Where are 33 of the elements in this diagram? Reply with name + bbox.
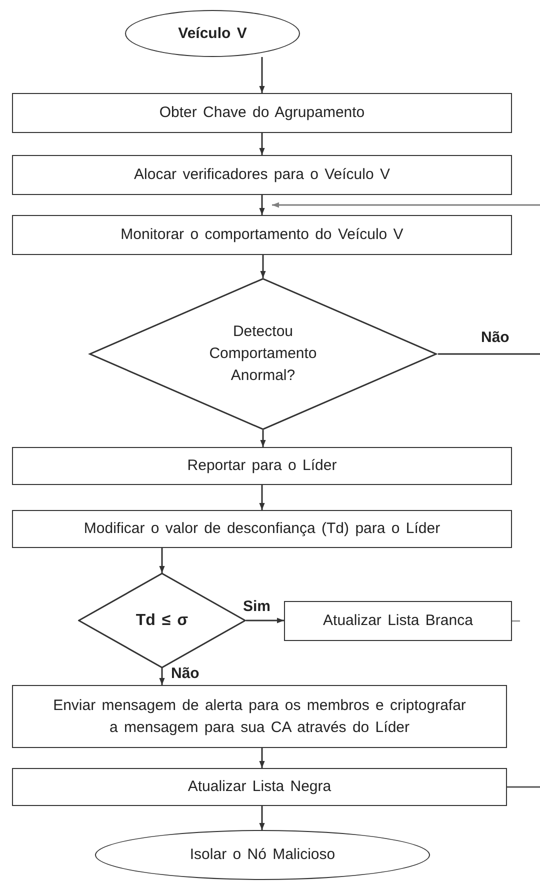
arrow xyxy=(259,806,265,830)
decision-text: Detectou Comportamento Anormal? xyxy=(208,322,318,386)
arrow xyxy=(259,57,265,93)
arrow xyxy=(246,618,284,624)
process-box xyxy=(12,215,512,255)
arrow xyxy=(259,748,265,768)
arrow xyxy=(259,195,265,215)
step-text: Obter Chave do Agrupamento xyxy=(159,103,365,124)
decision-diamond xyxy=(88,278,438,430)
step-text: Reportar para o Líder xyxy=(187,456,337,476)
step-text: Modificar o valor de desconfiança (Td) para o Líder xyxy=(84,519,440,540)
step-text: Isolar o Nó Malicioso xyxy=(190,845,336,866)
process-box xyxy=(12,155,512,195)
arrow xyxy=(260,430,266,447)
step-text: Atualizar Lista Branca xyxy=(323,611,473,632)
process-box xyxy=(12,510,512,548)
step-text: Monitorar o comportamento do Veículo V xyxy=(120,225,404,246)
step-text: Alocar verificadores para o Veículo V xyxy=(134,165,390,186)
arrow xyxy=(259,485,265,510)
arrow xyxy=(159,668,165,685)
arrow xyxy=(159,548,165,573)
step-text: Veículo V xyxy=(178,24,247,44)
arrow xyxy=(259,133,265,155)
process-box xyxy=(12,93,512,133)
step-text: Atualizar Lista Negra xyxy=(188,777,332,798)
arrow xyxy=(260,255,266,278)
decision-text: Td ≤ σ xyxy=(136,610,188,631)
step-text: Enviar mensagem de alerta para os membros e criptografar a mensagem para sua CA através do Líder xyxy=(52,696,467,738)
process-box xyxy=(12,685,507,748)
arrow xyxy=(272,202,540,208)
process-box xyxy=(12,447,512,485)
process-box xyxy=(12,768,507,806)
process-box xyxy=(284,601,512,641)
